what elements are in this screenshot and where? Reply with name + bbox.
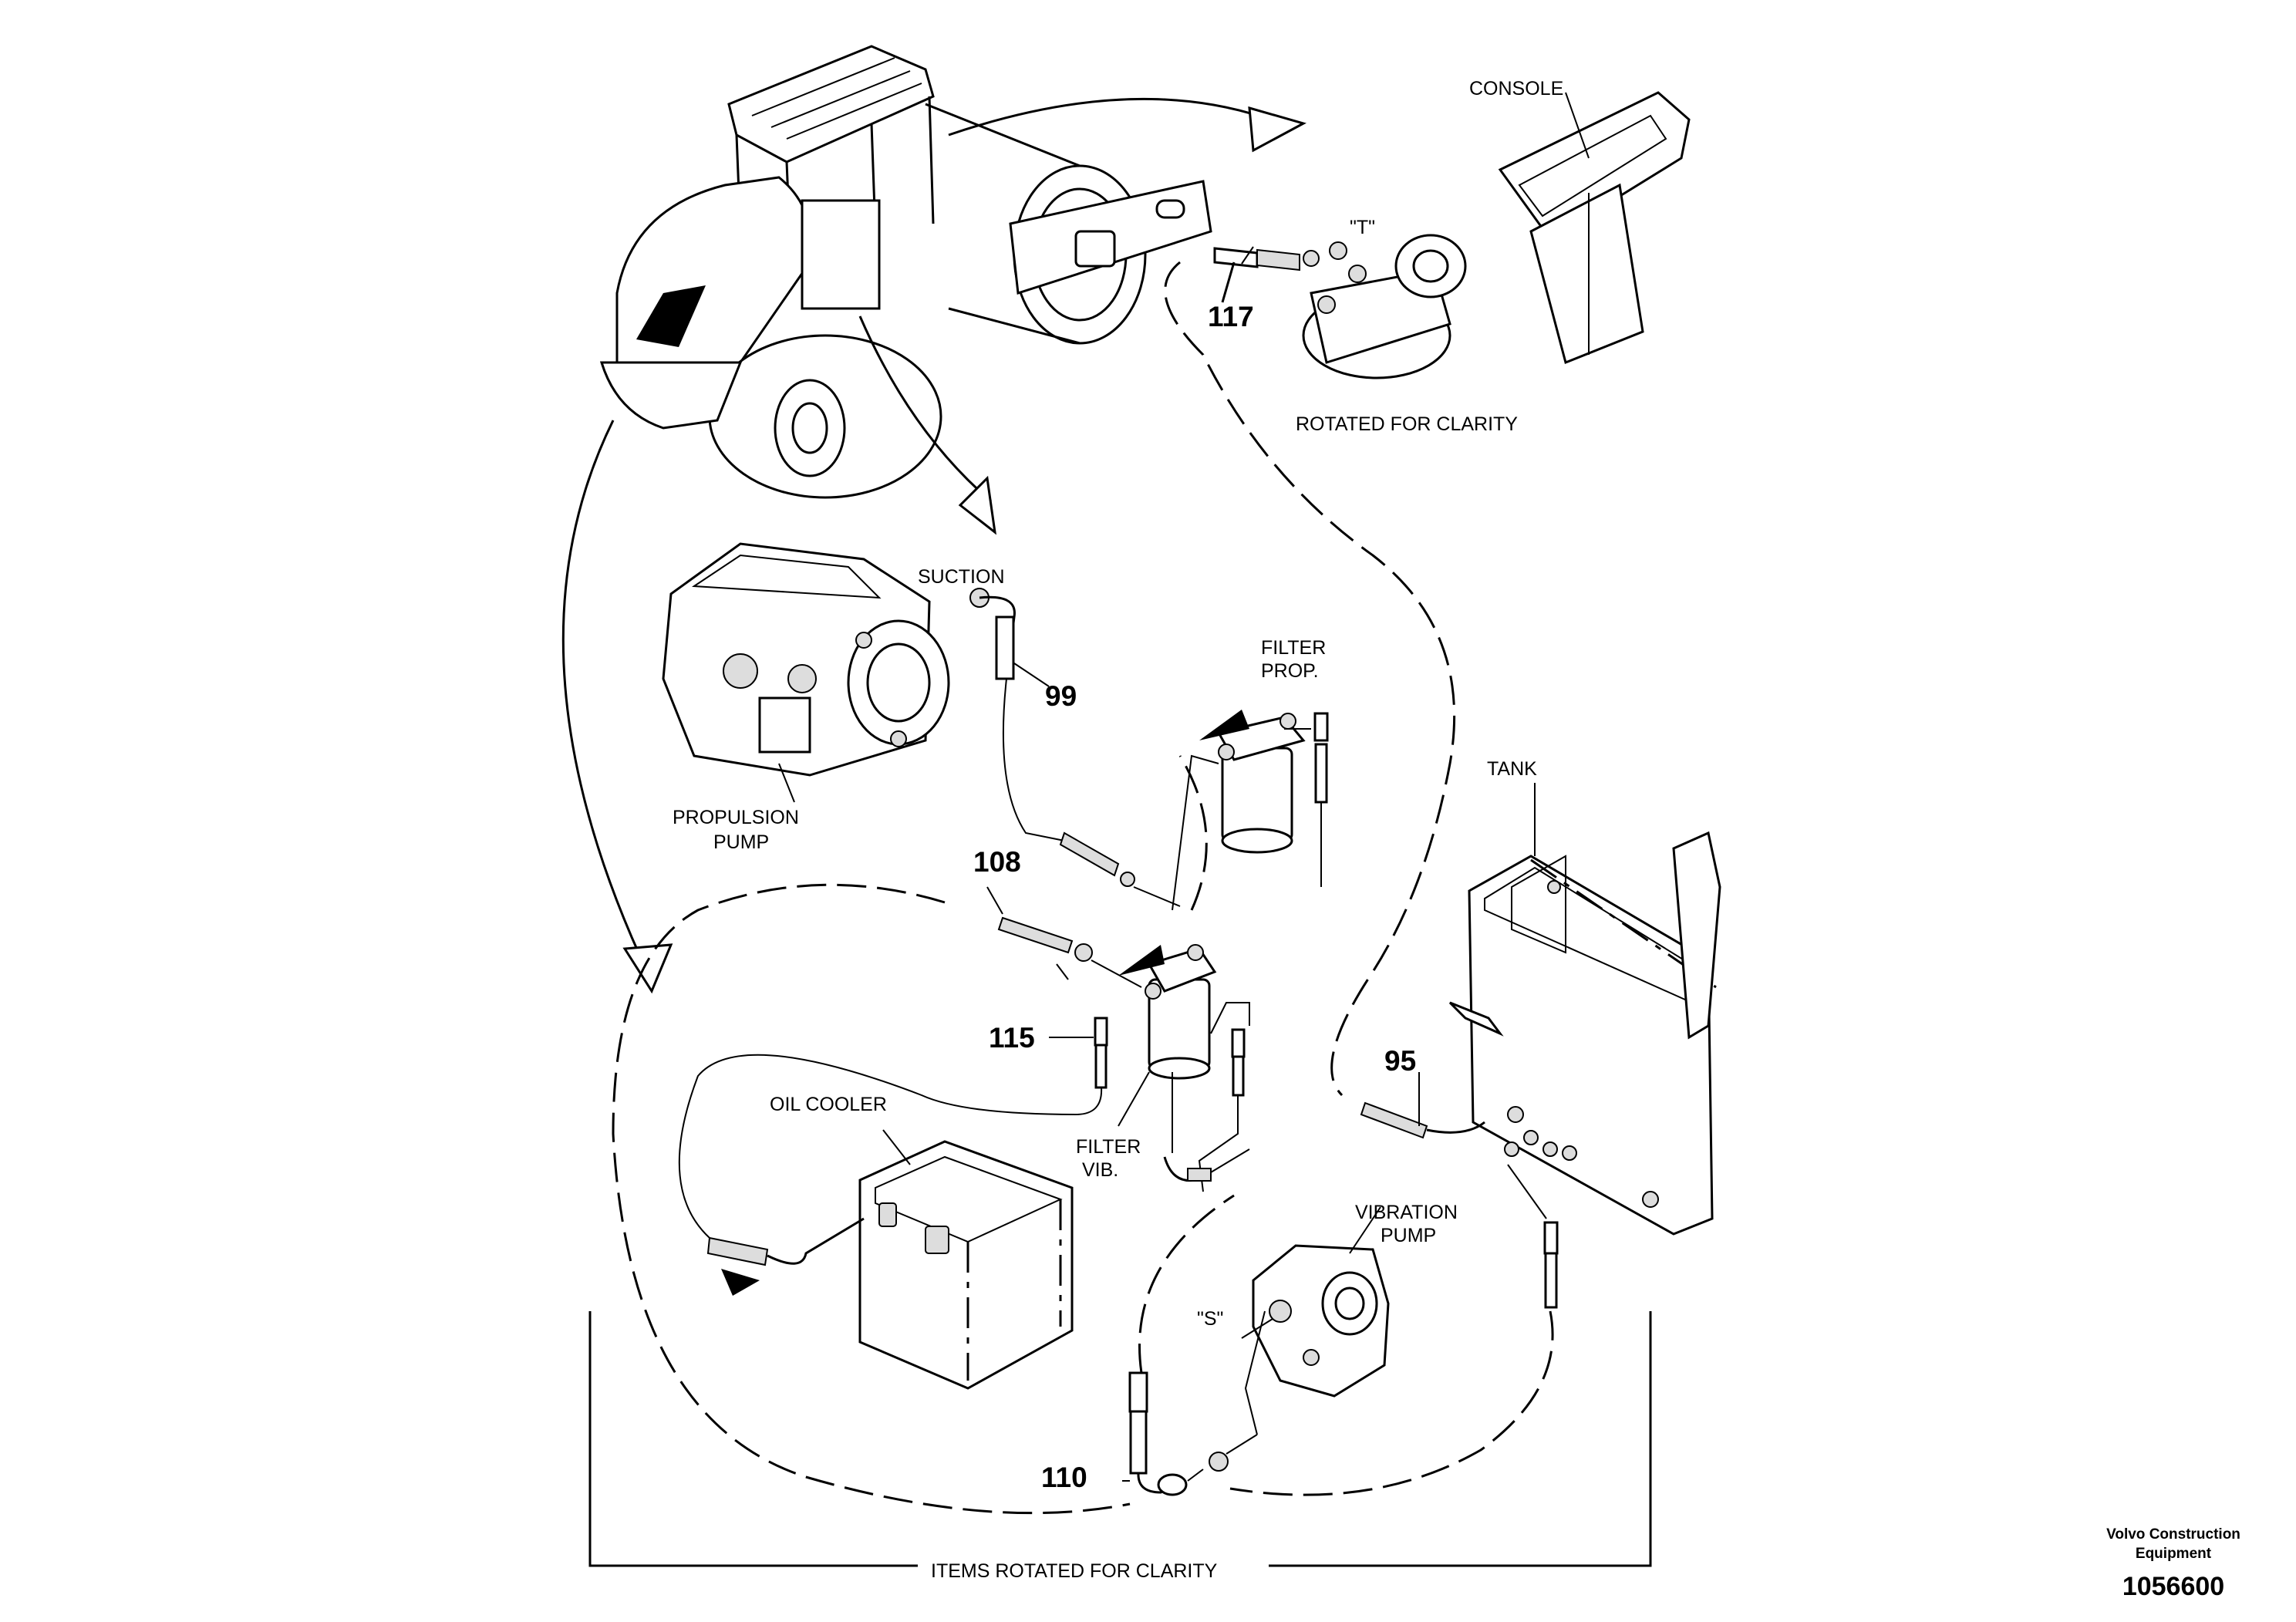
propulsion-pump-label: PROPULSION bbox=[673, 807, 799, 828]
dashed-route-filter bbox=[1178, 755, 1208, 911]
vibration-pump-illustration bbox=[1252, 1244, 1390, 1398]
propulsion-pump-illustration bbox=[662, 542, 990, 777]
callout-110: 110 bbox=[1041, 1462, 1087, 1493]
vibration-pump-label-2: PUMP bbox=[1381, 1225, 1436, 1246]
t-port-label: "T" bbox=[1350, 217, 1375, 238]
filter-prop-label-2: PROP. bbox=[1261, 660, 1319, 682]
filter-prop-illustration bbox=[1216, 713, 1306, 854]
propulsion-pump-label-2: PUMP bbox=[713, 831, 769, 853]
suction-label: SUCTION bbox=[918, 566, 1005, 588]
leader-108 bbox=[986, 886, 1003, 915]
console-label: CONSOLE bbox=[1469, 78, 1563, 99]
compactor-machine-illustration bbox=[599, 45, 1212, 499]
leader-filter-vib bbox=[1118, 1071, 1150, 1127]
filter-vib-label: FILTER bbox=[1076, 1136, 1141, 1158]
leader-oil-cooler bbox=[882, 1129, 911, 1165]
priority-valve-illustration bbox=[1302, 234, 1467, 379]
rotated-for-clarity-label: ROTATED FOR CLARITY bbox=[1296, 413, 1518, 435]
dashed-route-drain bbox=[1229, 1310, 1554, 1496]
tank-illustration bbox=[1448, 831, 1721, 1236]
company-line-1: Volvo Construction bbox=[2106, 1526, 2240, 1543]
leader-117 bbox=[1241, 246, 1254, 265]
callout-99: 99 bbox=[1045, 680, 1077, 712]
callout-108: 108 bbox=[973, 846, 1021, 878]
callout-115: 115 bbox=[989, 1022, 1035, 1054]
s-port-label: "S" bbox=[1197, 1308, 1223, 1330]
leader-99 bbox=[1013, 663, 1050, 687]
callout-95: 95 bbox=[1384, 1045, 1416, 1077]
arrow-to-items bbox=[561, 420, 642, 957]
items-rotated-bracket bbox=[588, 1311, 1652, 1567]
oil-cooler-label: OIL COOLER bbox=[770, 1094, 887, 1115]
arrow-to-pump bbox=[858, 315, 992, 503]
drawing-number: 1056600 bbox=[2122, 1572, 2224, 1601]
filter-vib-label-2: VIB. bbox=[1082, 1159, 1118, 1181]
oil-cooler-illustration bbox=[858, 1140, 1074, 1390]
leader-s-port bbox=[1241, 1318, 1273, 1339]
dashed-route-main bbox=[1164, 261, 1456, 1097]
tank-label: TANK bbox=[1487, 758, 1537, 780]
vibration-pump-label: VIBRATION bbox=[1355, 1202, 1458, 1223]
leader-console bbox=[1565, 92, 1590, 159]
filter-vib-illustration bbox=[1145, 944, 1217, 1080]
console-illustration bbox=[1498, 91, 1691, 365]
leader-vib-pump bbox=[1349, 1206, 1381, 1254]
dashed-route-cooler-loop bbox=[612, 883, 1131, 1515]
items-rotated-label: ITEMS ROTATED FOR CLARITY bbox=[931, 1560, 1218, 1582]
callout-117: 117 bbox=[1208, 301, 1254, 332]
leader-propulsion bbox=[778, 763, 795, 803]
dashed-route-vib bbox=[1138, 1194, 1235, 1374]
arrow-to-console bbox=[948, 97, 1281, 137]
filter-prop-label: FILTER bbox=[1261, 637, 1326, 659]
company-line-2: Equipment bbox=[2136, 1546, 2212, 1562]
